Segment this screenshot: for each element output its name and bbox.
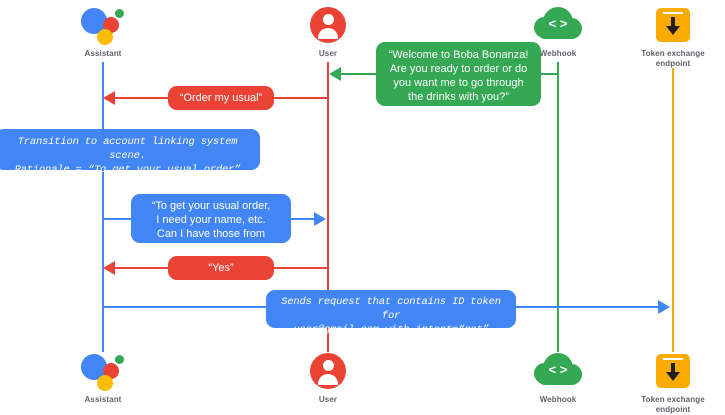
cloud-part-4 — [538, 24, 578, 39]
lifeline-assistant — [102, 62, 104, 352]
assistant-dot-yellow — [97, 375, 113, 391]
token-arrow-tip — [666, 26, 680, 35]
lifeline-user — [327, 62, 329, 352]
google-assistant-icon — [43, 4, 163, 46]
assistant-dot-green — [115, 355, 124, 364]
assistant-dot-yellow — [97, 29, 113, 45]
actor-label-user: User — [318, 49, 338, 58]
cloud-code-glyph: < > — [548, 16, 568, 31]
actor-label-token: Token exchange endpoint — [641, 49, 705, 68]
message-bubble-welcome: “Welcome to Boba Bonanza! Are you ready … — [376, 42, 541, 106]
download-box-icon-bottom — [613, 350, 725, 392]
actor-user-top: User — [268, 4, 388, 59]
actor-webhook-top: < > Webhook — [498, 4, 618, 59]
message-bubble-transition-note: Transition to account linking system sce… — [0, 129, 260, 176]
cloud-code-icon: < > — [498, 4, 618, 46]
cloud-part-4 — [538, 370, 578, 385]
actor-token-bottom: Token exchange endpoint — [613, 350, 725, 415]
actor-label-assistant: Assistant — [84, 49, 122, 58]
download-box-icon — [613, 4, 725, 46]
token-arrow-shaft — [671, 363, 675, 374]
message-bubble-order-usual: “Order my usual” — [168, 86, 274, 110]
lifeline-webhook — [557, 62, 559, 352]
message-bubble-need-name: “To get your usual order, I need your na… — [131, 194, 291, 254]
arrowhead-order-usual — [103, 91, 115, 105]
actor-user-bottom: User — [268, 350, 388, 405]
message-bubble-yes: “Yes” — [168, 256, 274, 280]
user-body — [318, 374, 338, 385]
actor-label-user-bottom: User — [318, 395, 338, 404]
assistant-dot-green — [115, 9, 124, 18]
token-arrow-tip — [666, 372, 680, 381]
arrowhead-yes — [103, 261, 115, 275]
google-assistant-icon-bottom — [43, 350, 163, 392]
actor-label-assistant-bottom: Assistant — [84, 395, 122, 404]
actor-label-token-bottom: Token exchange endpoint — [641, 395, 705, 414]
cloud-code-glyph: < > — [548, 362, 568, 377]
user-body — [318, 28, 338, 39]
user-avatar-icon — [268, 4, 388, 46]
user-head — [322, 360, 334, 371]
arrowhead-welcome — [329, 67, 341, 81]
cloud-code-icon-bottom: < > — [498, 350, 618, 392]
token-icon-bar — [663, 358, 683, 360]
actor-label-webhook-bottom: Webhook — [539, 395, 577, 404]
actor-assistant-bottom: Assistant — [43, 350, 163, 405]
user-head — [322, 14, 334, 25]
actor-webhook-bottom: < > Webhook — [498, 350, 618, 405]
arrowhead-need-name — [314, 212, 326, 226]
arrowhead-sends-request — [658, 300, 670, 314]
token-icon-bar — [663, 12, 683, 14]
user-avatar-icon-bottom — [268, 350, 388, 392]
actor-label-webhook: Webhook — [539, 49, 577, 58]
token-arrow-shaft — [671, 17, 675, 28]
lifeline-token — [672, 68, 674, 352]
message-bubble-sends-request: Sends request that contains ID token for… — [266, 290, 516, 336]
actor-assistant-top: Assistant — [43, 4, 163, 59]
actor-token-top: Token exchange endpoint — [613, 4, 725, 69]
